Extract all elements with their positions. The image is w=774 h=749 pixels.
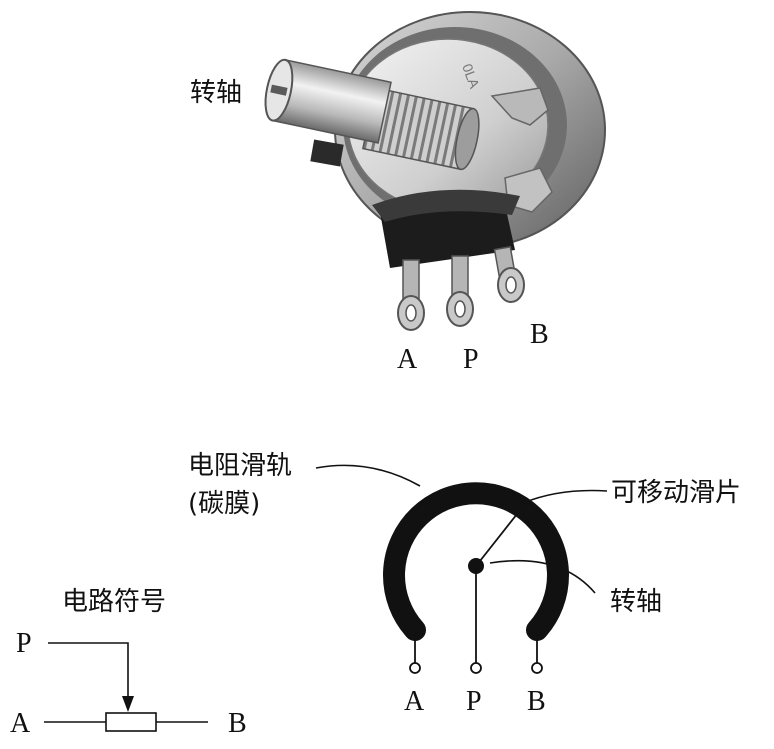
symbol-b-label: B (228, 708, 247, 739)
resistive-track-arc (383, 482, 569, 641)
wiper-label: 可移动滑片 (611, 478, 741, 508)
wiper-leader-line (522, 489, 608, 504)
symbol-resistor-body (105, 712, 157, 732)
diagram-terminal-b-label: B (527, 686, 546, 717)
symbol-wiper-wire (48, 642, 129, 700)
pot-shaft (264, 58, 392, 144)
pot-terminal-lug-b (493, 245, 525, 303)
diagram-terminal-a-label: A (404, 686, 425, 717)
wiper-arm (475, 508, 522, 567)
diagram-terminal-p-label: P (466, 686, 482, 717)
symbol-wiper-arrowhead (122, 696, 134, 712)
photo-terminal-b-label: B (530, 319, 549, 350)
circuit-symbol: 电路符号 P A B (10, 587, 247, 739)
diagram-shaft-label: 转轴 (610, 587, 662, 617)
symbol-a-label: A (10, 708, 31, 739)
potentiometer-photo: 0LA (190, 11, 606, 375)
track-label-line1: 电阻滑轨 (188, 451, 292, 481)
pot-terminal-lug-p (446, 255, 474, 327)
wiper-arrowhead (512, 500, 528, 518)
pot-housing-top (372, 189, 520, 222)
photo-terminal-p-label: P (463, 344, 479, 375)
terminal-p-node (470, 662, 482, 674)
track-leader-line (315, 464, 421, 487)
pot-terminal-lug-a (397, 259, 425, 331)
photo-shaft-label: 转轴 (190, 78, 242, 108)
track-label-line2: (碳膜) (188, 489, 260, 519)
shaft-leader-line (489, 559, 596, 594)
pot-side-clip (490, 87, 549, 126)
photo-terminal-a-label: A (397, 344, 418, 375)
pot-terminal-housing (380, 205, 515, 268)
symbol-title: 电路符号 (62, 587, 166, 617)
terminal-b-node (531, 662, 543, 674)
symbol-p-label: P (16, 628, 32, 659)
pot-anti-rotation-tab (310, 139, 344, 167)
structure-diagram: 电阻滑轨 (碳膜) 可移动滑片 转轴 A P B (188, 451, 741, 717)
terminal-a-node (409, 662, 421, 674)
